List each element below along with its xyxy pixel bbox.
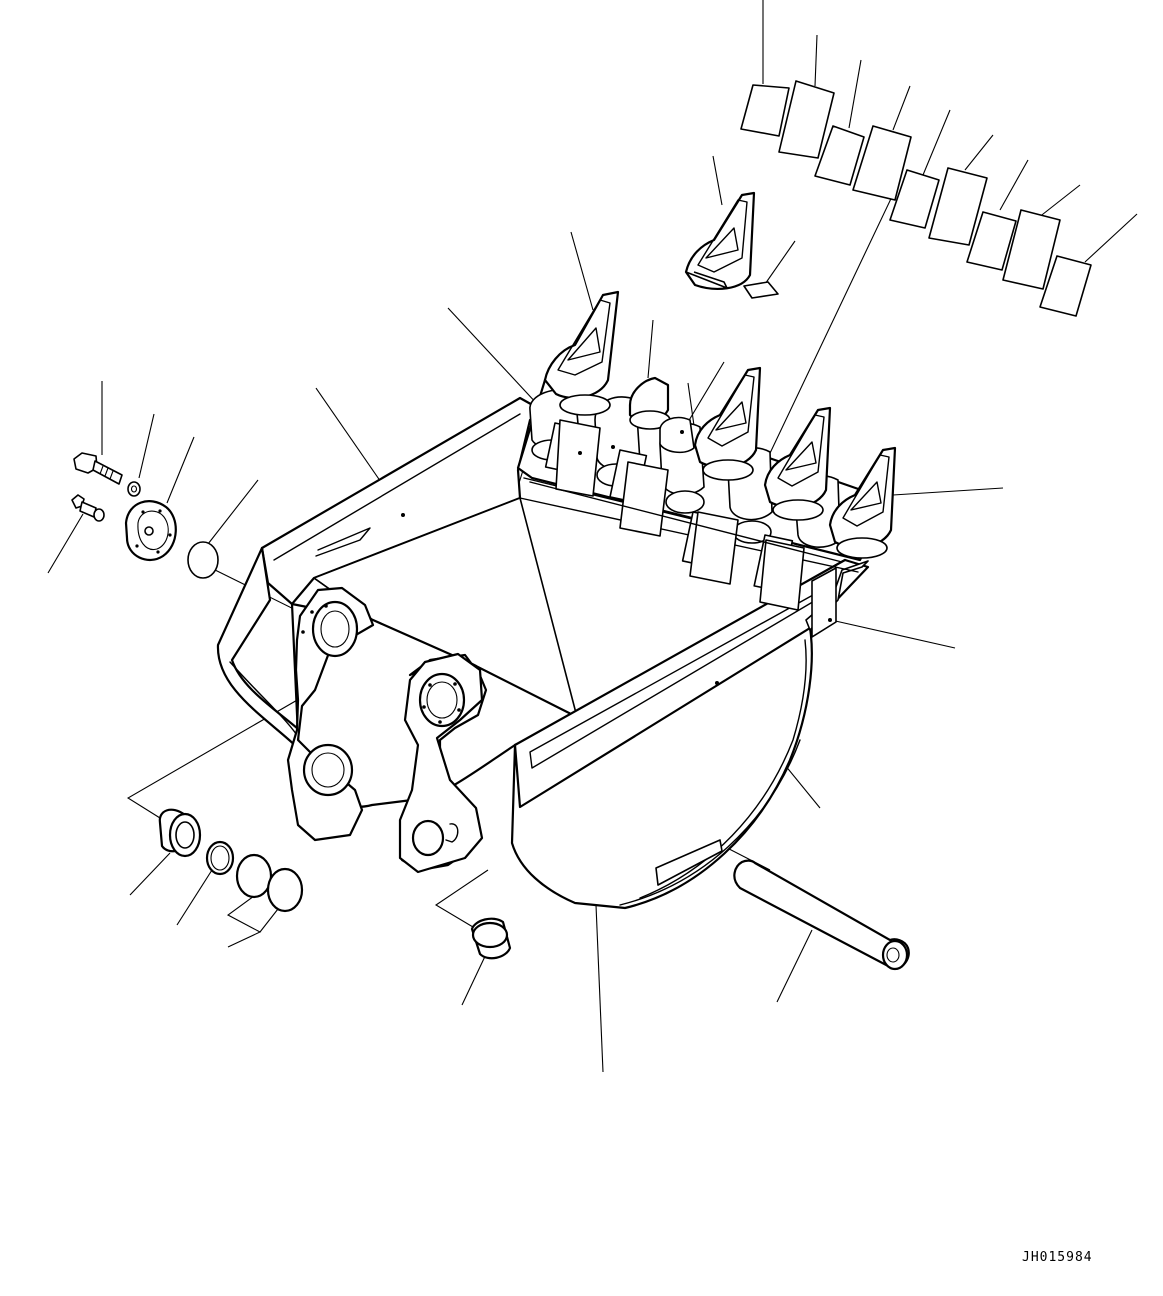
spare-tooth (686, 193, 754, 289)
tooth-4 (765, 408, 830, 520)
hardware-parts-lower-left (160, 810, 302, 911)
cutting-edge-plates (741, 81, 1091, 316)
tooth-1 (545, 292, 618, 415)
pin (734, 861, 908, 969)
bucket-body (218, 398, 868, 908)
spare-tooth-pin (744, 282, 778, 298)
leader-lines (48, 0, 1137, 1072)
teeth-adapters-row (518, 292, 895, 610)
tooth-2 (630, 378, 694, 452)
tooth-5 (830, 448, 895, 558)
bolt (74, 453, 122, 484)
grease-fitting (72, 495, 104, 521)
boss-left-far (288, 588, 373, 840)
bushing-flanged (160, 810, 200, 856)
shim-1 (237, 855, 271, 897)
boss-right-near (400, 654, 486, 872)
tooth-3 (695, 368, 760, 480)
cover-flange (126, 501, 176, 560)
washer (128, 482, 140, 496)
drawing-code-label: JH015984 (1022, 1250, 1093, 1265)
bushing-lower (472, 919, 510, 959)
shim-2 (268, 869, 302, 911)
hardware-parts-left (72, 453, 218, 578)
o-ring (188, 542, 218, 578)
